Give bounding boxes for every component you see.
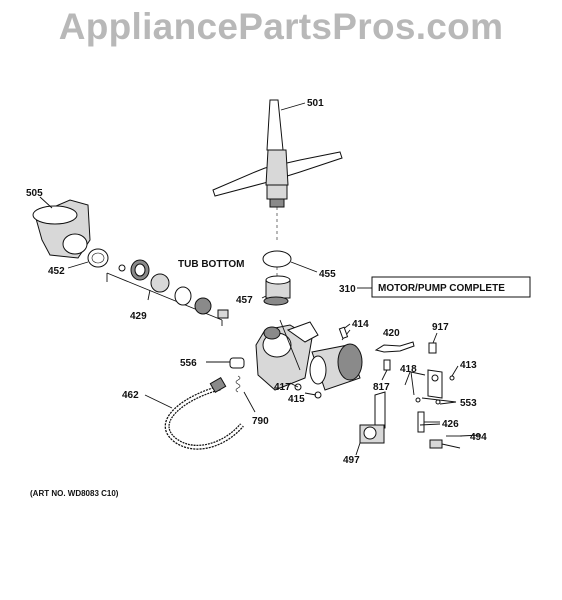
art-number: (ART NO. WD8083 C10) <box>30 489 119 498</box>
screw-817 <box>383 359 391 371</box>
label-917: 917 <box>432 322 449 333</box>
label-413: 413 <box>460 360 477 371</box>
hose-462 <box>144 376 244 450</box>
label-494: 494 <box>470 432 487 443</box>
tube-420 <box>374 341 415 353</box>
label-429: 429 <box>130 311 147 322</box>
label-452: 452 <box>48 266 65 277</box>
label-tub-bottom: TUB BOTTOM <box>178 259 244 270</box>
label-426: 426 <box>442 419 459 430</box>
label-418: 418 <box>400 364 417 375</box>
label-457: 457 <box>236 295 253 306</box>
motor-pump-box <box>371 276 531 298</box>
clamp-452 <box>67 248 109 269</box>
label-455: 455 <box>319 269 336 280</box>
label-415: 415 <box>288 394 305 405</box>
ring-455 <box>262 250 292 268</box>
label-310: 310 <box>339 284 356 295</box>
watermark: AppliancePartsPros.com <box>58 6 504 47</box>
label-414: 414 <box>352 319 369 330</box>
label-501: 501 <box>307 98 324 109</box>
spray-arm-501 <box>212 99 343 208</box>
label-462: 462 <box>122 390 139 401</box>
bracket-413-553 <box>410 365 459 405</box>
filter-housing-505 <box>32 196 91 259</box>
label-505: 505 <box>26 188 43 199</box>
pin-426 <box>417 411 440 433</box>
label-420: 420 <box>383 328 400 339</box>
connector-494 <box>429 435 462 449</box>
screw-414 <box>338 323 351 340</box>
parts-429 <box>106 259 229 326</box>
label-556: 556 <box>180 358 197 369</box>
label-553: 553 <box>460 398 477 409</box>
screw-917 <box>428 332 438 354</box>
label-817: 817 <box>373 382 390 393</box>
seal-457 <box>261 275 291 306</box>
pump-assembly <box>255 321 363 399</box>
label-497: 497 <box>343 455 360 466</box>
motor-pump-complete: MOTOR/PUMP COMPLETE <box>378 283 505 294</box>
label-790: 790 <box>252 416 269 427</box>
cap-556 <box>206 357 245 369</box>
spring-790 <box>235 375 256 413</box>
label-417: 417 <box>274 382 291 393</box>
solenoid-497 <box>355 391 386 456</box>
